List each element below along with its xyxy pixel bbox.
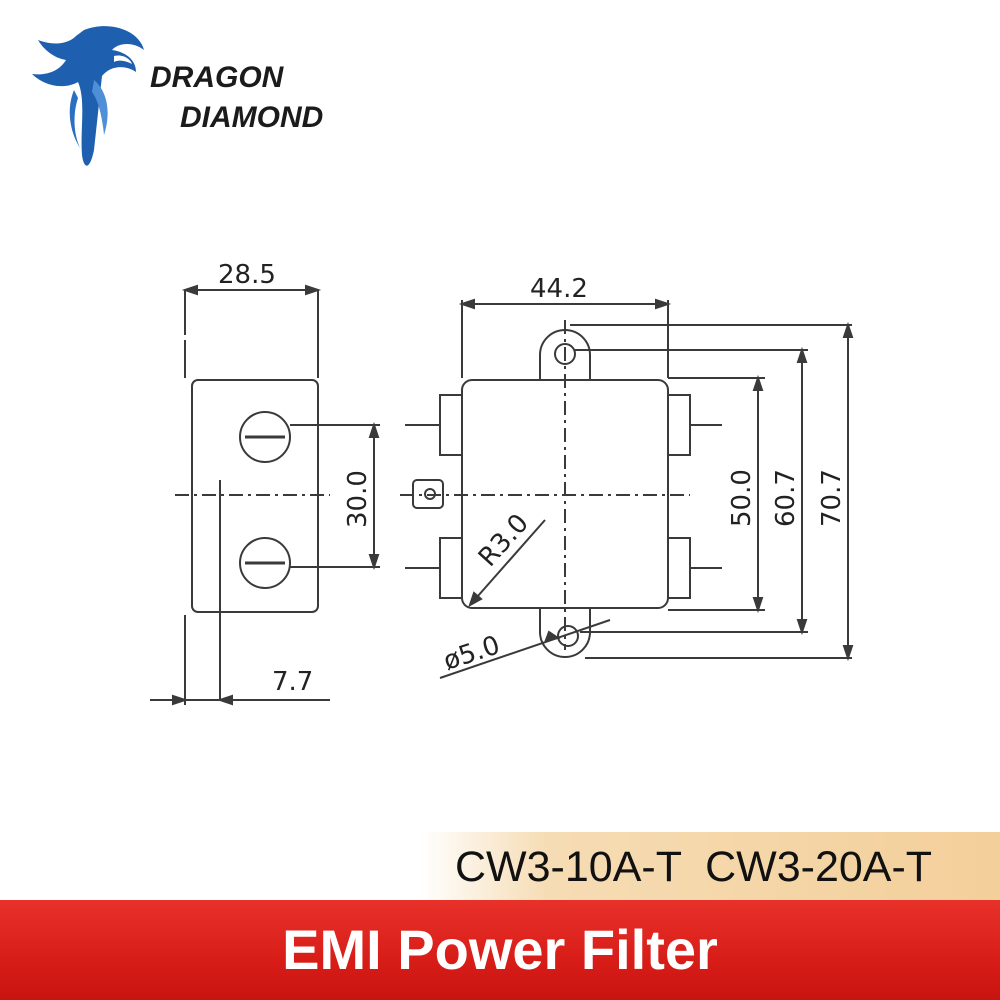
title-bar bbox=[0, 900, 1000, 1000]
mount-hole-top bbox=[554, 343, 576, 365]
dim-side-width: 28.5 bbox=[218, 260, 276, 290]
dim-hole-spacing-side: 30.0 bbox=[343, 470, 373, 528]
model-numbers: CW3-10A-T CW3-20A-T bbox=[455, 843, 933, 891]
screw-bottom bbox=[239, 537, 291, 589]
screw-top bbox=[239, 411, 291, 463]
dim-body-height: 50.0 bbox=[727, 469, 757, 527]
dim-mount-hole-spacing: 60.7 bbox=[771, 469, 801, 527]
brand-line-2: DIAMOND bbox=[180, 101, 324, 134]
mount-hole-bottom bbox=[557, 625, 579, 647]
product-title: EMI Power Filter bbox=[282, 918, 718, 981]
dragon-logo bbox=[32, 26, 144, 166]
dim-flange-offset: 7.7 bbox=[272, 667, 313, 697]
brand-name: DRAGON DIAMOND bbox=[150, 58, 323, 138]
dim-hole-diameter: ø5.0 bbox=[440, 630, 504, 676]
brand-line-1: DRAGON bbox=[150, 61, 284, 94]
dim-front-width: 44.2 bbox=[530, 274, 588, 304]
dim-overall-height: 70.7 bbox=[817, 469, 847, 527]
model-band bbox=[420, 832, 1000, 904]
